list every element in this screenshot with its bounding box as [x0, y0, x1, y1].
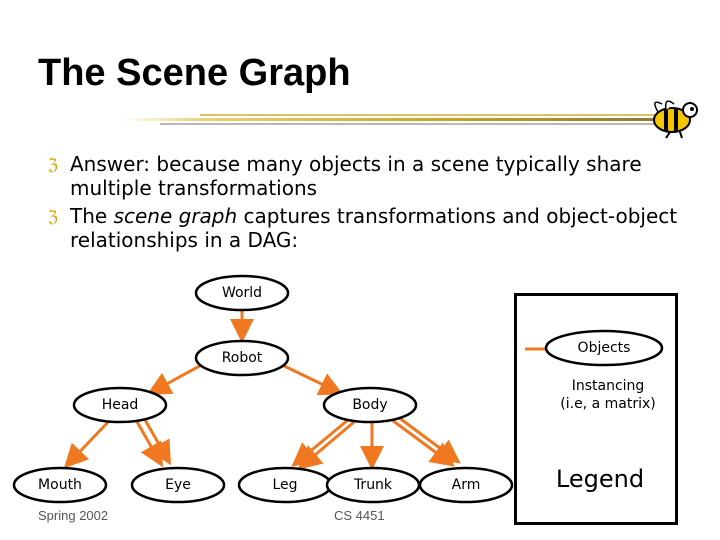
bullet-item: ℨ The scene graph captures transformatio…	[48, 204, 688, 252]
node-arm-label: Arm	[452, 477, 481, 493]
bullet-item: ℨ Answer: because many objects in a scen…	[48, 152, 688, 200]
footer-date: Spring 2002	[38, 508, 109, 523]
node-head-label: Head	[102, 397, 139, 413]
node-robot-label: Robot	[222, 350, 263, 366]
legend-objects-node	[544, 329, 664, 367]
node-world-label: World	[222, 285, 262, 301]
bullet-italic-term: scene graph	[113, 204, 238, 228]
edge-body-arm-a	[391, 418, 455, 467]
node-mouth-label: Mouth	[38, 477, 82, 493]
slide-title: The Scene Graph	[38, 52, 351, 94]
node-arm	[418, 466, 514, 504]
legend-instancing-label: Instancing (i.e, a matrix)	[540, 377, 676, 413]
edge-robot-body	[277, 361, 344, 395]
node-mouth	[12, 466, 108, 504]
node-leg-label: Leg	[272, 477, 297, 493]
bullet-z-icon: ℨ	[48, 155, 58, 174]
legend-box	[514, 293, 678, 525]
bullet-list: ℨ Answer: because many objects in a scen…	[48, 152, 688, 256]
bullet-z-icon: ℨ	[48, 207, 58, 226]
node-head	[72, 386, 168, 424]
node-eye-label: Eye	[165, 477, 191, 493]
bullet-text: captures transformations and object-obje…	[70, 204, 678, 252]
node-eye	[130, 466, 226, 504]
title-rule	[120, 100, 698, 139]
edge-head-eye-b	[142, 417, 171, 466]
bullet-text: The	[70, 204, 114, 228]
bee-mascot-icon	[653, 100, 698, 139]
node-trunk-label: Trunk	[353, 477, 393, 493]
edge-robot-head	[146, 361, 206, 395]
node-world	[194, 274, 290, 312]
edge-head-mouth	[63, 418, 112, 469]
edge-body-arm-b	[397, 415, 461, 464]
legend-objects-label: Objects	[578, 340, 631, 356]
node-body	[322, 386, 418, 424]
edge-body-leg-b	[297, 420, 355, 470]
legend-instancing-line1: Instancing	[571, 378, 645, 394]
bullet-text: Answer: because many objects in a scene …	[70, 152, 642, 200]
legend-instancing-line2: (i.e, a matrix)	[560, 396, 656, 412]
node-body-label: Body	[352, 397, 387, 413]
footer-course: CS 4451	[334, 508, 385, 523]
node-robot	[194, 339, 290, 377]
edge-body-leg-a	[291, 418, 349, 467]
legend-title: Legend	[555, 465, 645, 493]
